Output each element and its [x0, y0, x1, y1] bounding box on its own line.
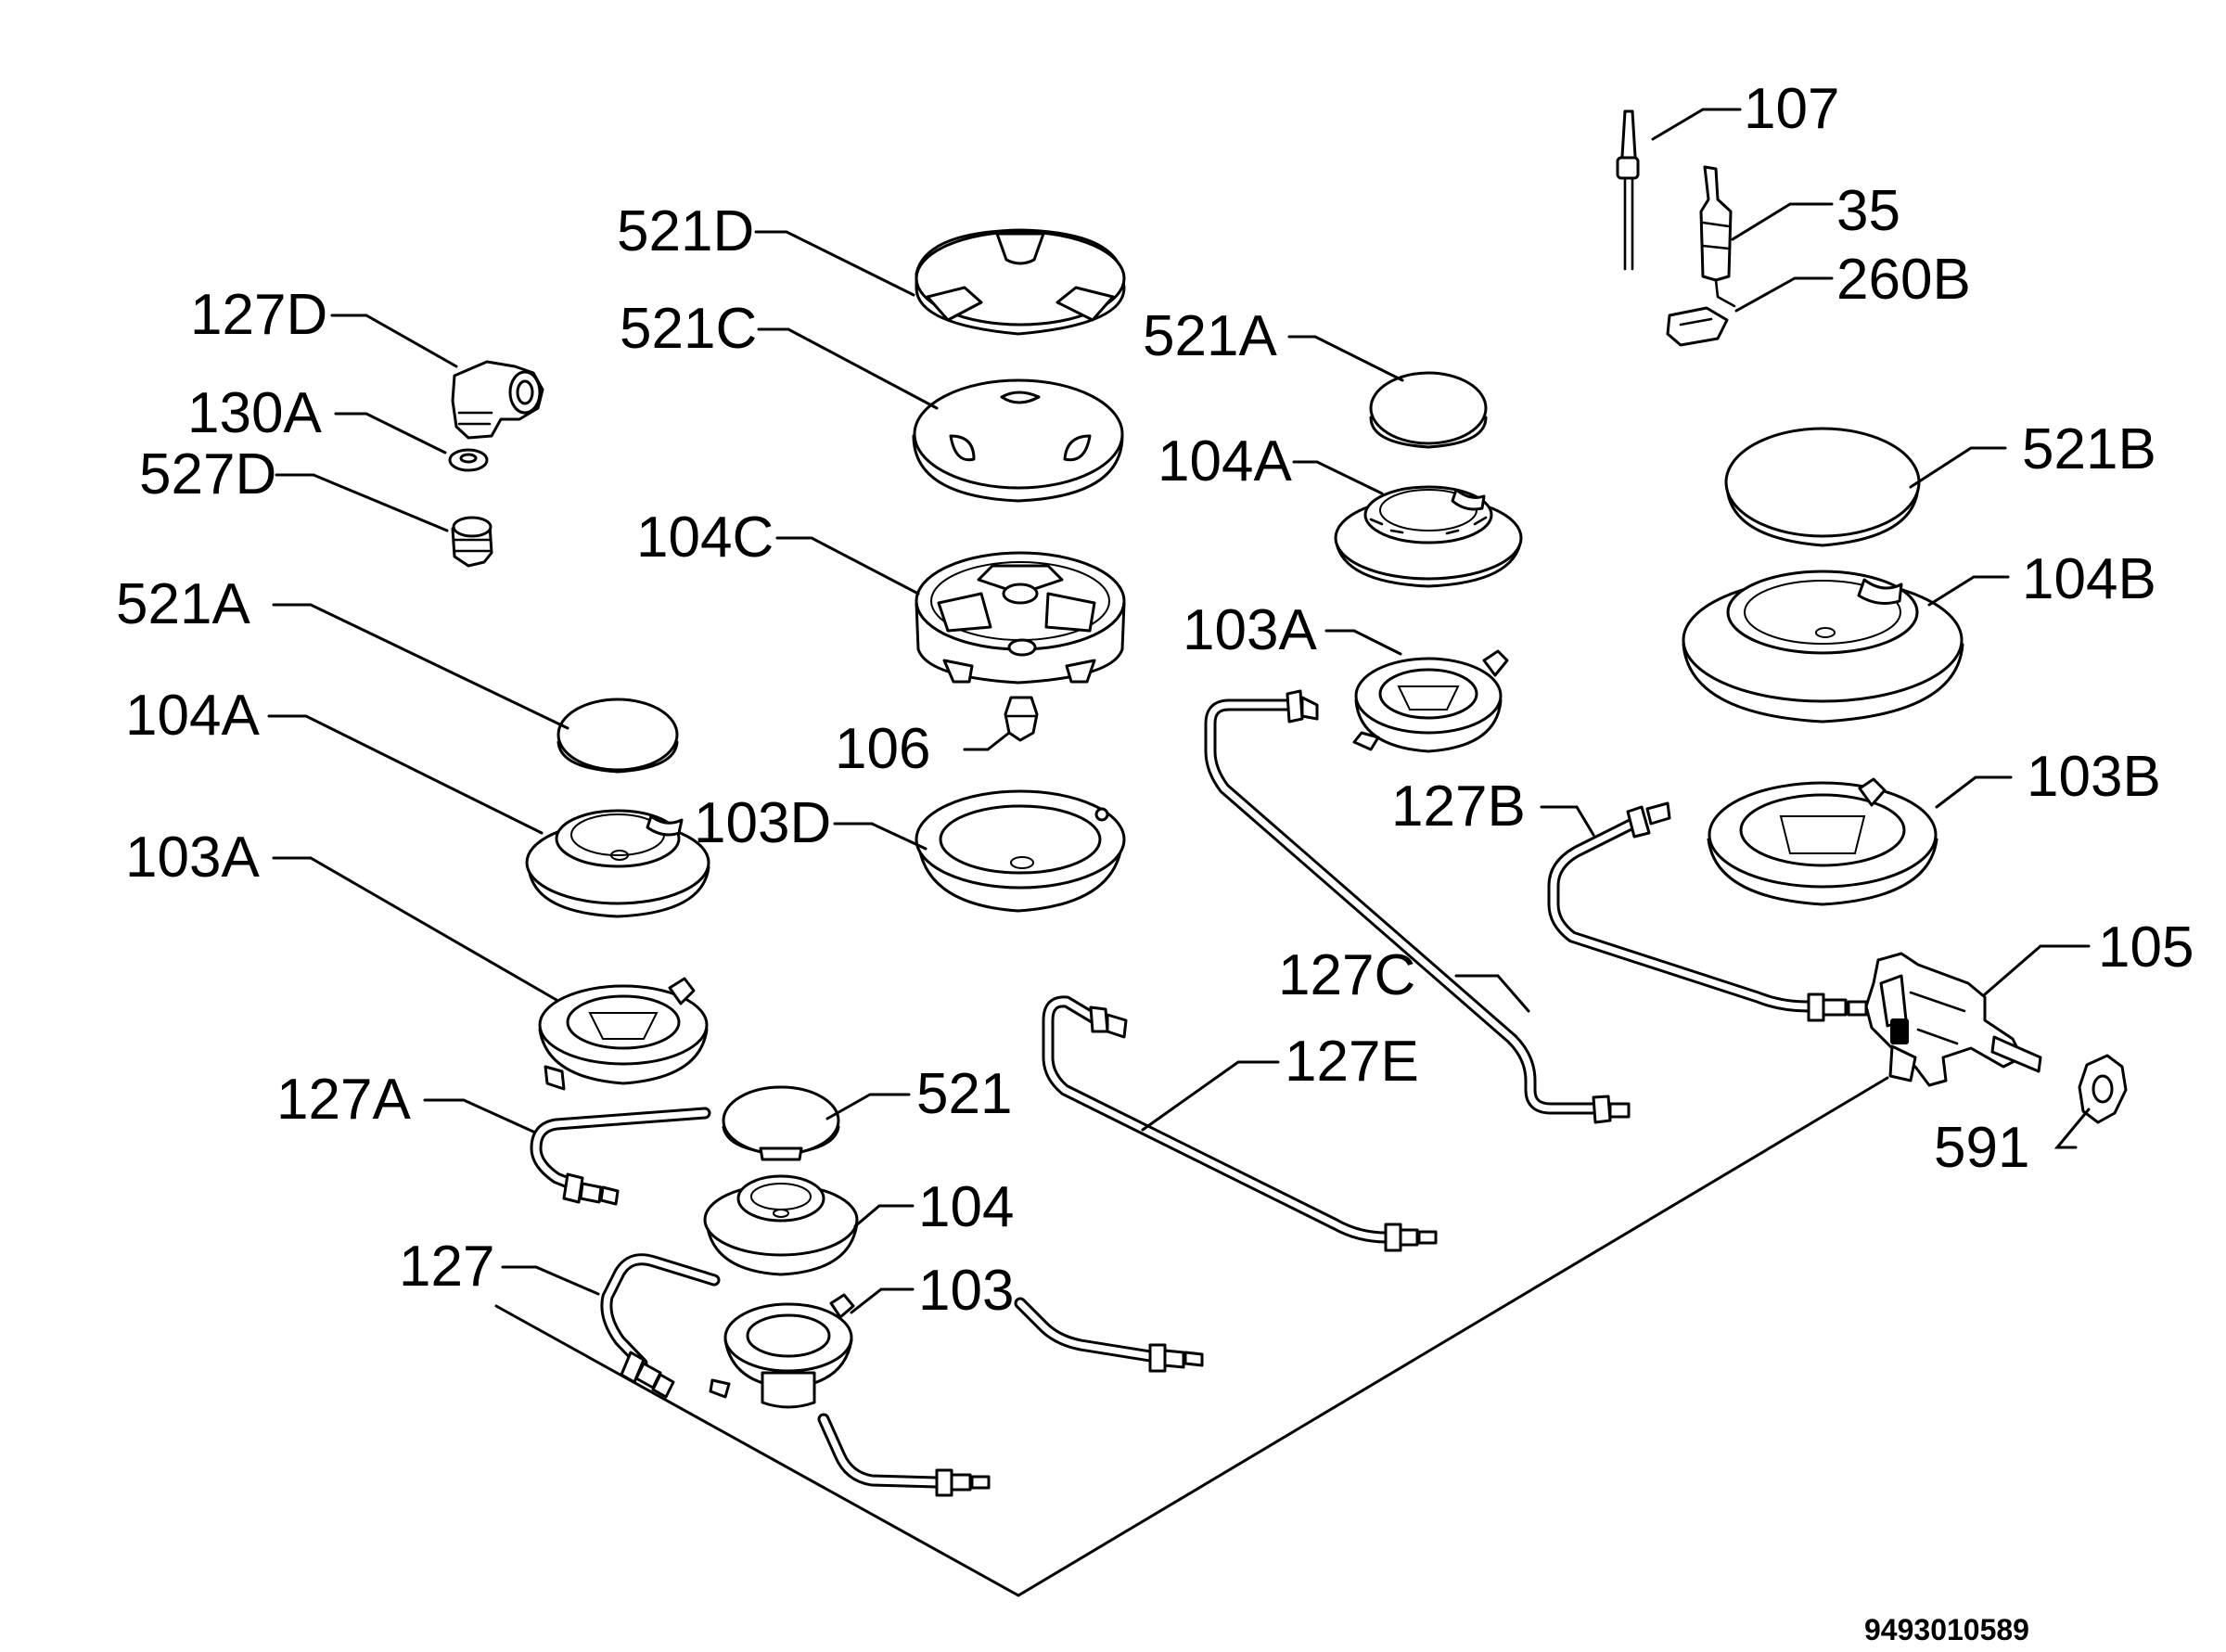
- clip-260b: [1666, 306, 1729, 347]
- label-103b: 103B: [2027, 745, 2161, 809]
- label-521: 521: [916, 1062, 1012, 1126]
- document-code: 9493010589: [1864, 1613, 2029, 1646]
- label-521c: 521C: [620, 297, 757, 361]
- label-103a-left: 103A: [125, 826, 260, 890]
- gas-pipe-103-right: [1014, 1297, 1204, 1373]
- burner-cap-521b: [1724, 427, 1921, 547]
- label-127: 127: [399, 1235, 494, 1299]
- gas-pipe-127a: [530, 1107, 711, 1206]
- washer-591: [2078, 1054, 2128, 1124]
- label-103: 103: [918, 1259, 1014, 1323]
- gas-pipe-127b: [1547, 801, 1868, 1022]
- label-107: 107: [1744, 77, 1839, 141]
- burner-cup-103: [709, 1293, 855, 1409]
- label-104: 104: [918, 1175, 1014, 1239]
- burner-crown-104: [703, 1174, 859, 1276]
- burner-cap-521c: [912, 378, 1124, 503]
- label-127b: 127B: [1391, 775, 1526, 839]
- burner-cup-103d: [915, 789, 1126, 913]
- gas-pipe-127: [600, 1253, 721, 1399]
- label-127c: 127C: [1278, 943, 1415, 1007]
- burner-cap-521a-top: [1369, 371, 1488, 449]
- ignition-electrode-35: [1699, 165, 1736, 308]
- burner-crown-104b: [1682, 570, 1964, 724]
- thermocouple-107: [1616, 109, 1640, 271]
- label-127e: 127E: [1285, 1030, 1419, 1094]
- gas-pipe-103-bottom: [817, 1413, 991, 1497]
- burner-crown-104a-left: [525, 809, 710, 918]
- burner-cup-103a-left: [538, 977, 709, 1091]
- label-104b: 104B: [2022, 547, 2156, 611]
- label-104a-top: 104A: [1158, 429, 1292, 493]
- label-521d: 521D: [617, 199, 754, 263]
- label-130a: 130A: [187, 381, 322, 445]
- burner-cup-103a-top: [1352, 649, 1509, 753]
- elbow-fitting-127d: [451, 360, 544, 440]
- burner-cap-521: [722, 1085, 840, 1161]
- burner-cap-521d: [915, 228, 1126, 336]
- label-127d: 127D: [190, 283, 327, 347]
- label-35: 35: [1836, 179, 1900, 243]
- label-105: 105: [2098, 916, 2194, 980]
- label-103d: 103D: [694, 791, 831, 855]
- label-521a-left: 521A: [116, 572, 250, 636]
- burner-cup-103b: [1707, 777, 1938, 906]
- label-521a-top: 521A: [1143, 304, 1277, 368]
- label-521b: 521B: [2022, 417, 2156, 481]
- nut-527d: [451, 516, 493, 568]
- gas-tap-105: [1864, 952, 2042, 1087]
- label-103a-top: 103A: [1183, 598, 1317, 662]
- label-527d: 527D: [139, 442, 276, 506]
- gas-pipe-127e: [1042, 995, 1438, 1252]
- label-106: 106: [835, 717, 930, 781]
- label-591: 591: [1934, 1116, 2029, 1180]
- injector-106: [1004, 696, 1039, 742]
- burner-crown-104c: [915, 551, 1126, 685]
- label-260b: 260B: [1836, 248, 1971, 312]
- burner-cap-521a-left: [556, 698, 679, 774]
- burner-crown-104a-top: [1334, 485, 1523, 588]
- label-127a: 127A: [276, 1068, 411, 1132]
- label-104a-left: 104A: [125, 684, 260, 748]
- gas-pipe-127c: [1204, 689, 1631, 1124]
- part-labels: 107 35 260B 127D 130A 527D 521D 521C 521…: [116, 77, 2194, 1646]
- washer-130a: [448, 448, 489, 472]
- label-104c: 104C: [636, 506, 774, 570]
- leader-lines: [267, 108, 2091, 1314]
- base-frame-line: [494, 1076, 1889, 1597]
